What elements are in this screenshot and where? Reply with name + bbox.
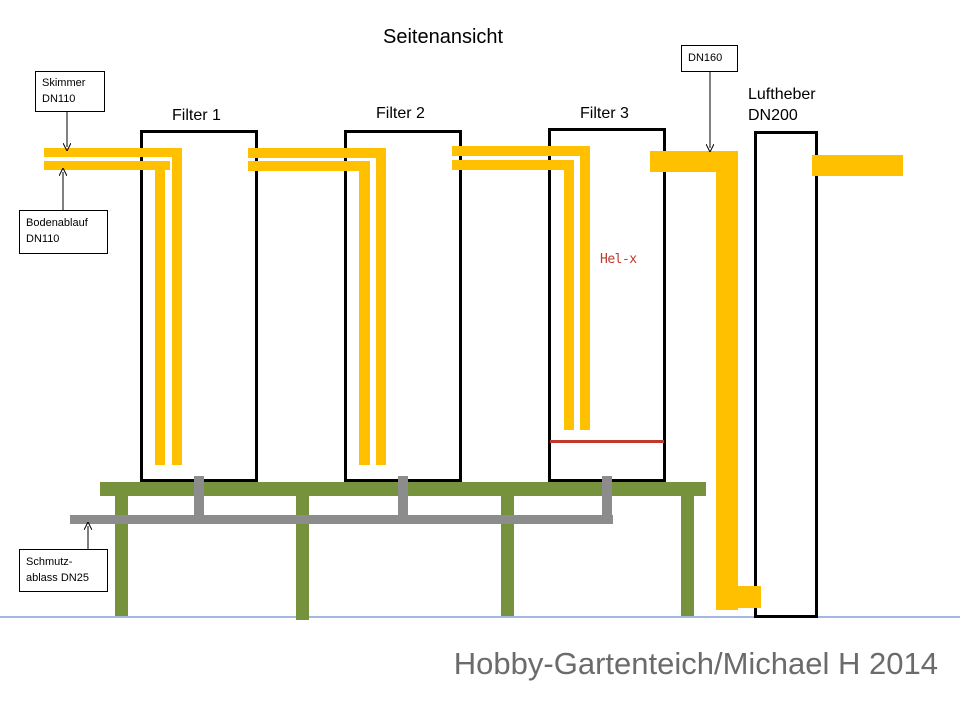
frame-leg	[501, 496, 514, 616]
drain-pipe-riser	[602, 476, 612, 524]
downpipe-outer	[172, 148, 182, 465]
floor-drain-callout-line1: Bodenablauf	[26, 217, 88, 229]
skimmer-callout-line2: DN110	[42, 93, 76, 105]
downpipe-inner	[155, 161, 165, 465]
drain-callout: Schmutz- ablass DN25	[19, 549, 108, 592]
frame-leg	[296, 496, 309, 620]
frame-leg	[115, 496, 128, 616]
airlift-foot	[716, 586, 761, 608]
filter-2-label: Filter 2	[376, 105, 425, 122]
helx-media-line	[550, 440, 664, 443]
transfer-pipe-top	[452, 146, 590, 156]
airlift-label: Luftheber DN200	[748, 84, 816, 126]
drain-pipe-riser	[194, 476, 204, 516]
drain-pipe	[70, 476, 613, 524]
downpipe-inner	[359, 161, 370, 465]
transfer-pipe-bottom	[452, 160, 574, 170]
airlift-tank	[754, 131, 818, 618]
downpipe-inner	[564, 160, 574, 430]
filter-3-pipes	[452, 146, 590, 430]
frame-leg	[681, 496, 694, 616]
filter-1-pipes	[44, 148, 182, 465]
skimmer-callout-line1: Skimmer	[42, 77, 86, 89]
skimmer-pipe	[44, 148, 182, 157]
dn160-callout: DN160	[681, 45, 738, 72]
transfer-pipe-top	[248, 148, 386, 158]
helx-label: Hel-x	[600, 252, 637, 267]
filter-2-pipes	[248, 148, 386, 465]
downpipe-outer	[580, 146, 590, 430]
diagram-title: Seitenansicht	[383, 26, 504, 48]
skimmer-callout: Skimmer DN110	[35, 71, 105, 112]
filter-1-label: Filter 1	[172, 107, 221, 124]
drain-pipe-riser	[398, 476, 408, 516]
drain-pipe-horizontal	[70, 515, 613, 524]
airlift-label-line2: DN200	[748, 107, 798, 124]
filter-3-label: Filter 3	[580, 105, 629, 122]
airlift-outlet	[812, 155, 903, 176]
airlift-label-line1: Luftheber	[748, 86, 816, 103]
downpipe-outer	[376, 148, 386, 465]
drain-callout-line1: Schmutz-	[26, 556, 73, 568]
floor-drain-pipe	[44, 161, 170, 170]
airlift-riser	[716, 151, 738, 610]
watermark: Hobby-Gartenteich/Michael H 2014	[453, 646, 938, 681]
floor-drain-callout-line2: DN110	[26, 233, 60, 245]
airlift-pipe	[650, 151, 903, 610]
transfer-pipe-bottom	[248, 161, 370, 171]
drain-callout-line2: ablass DN25	[26, 572, 89, 584]
floor-drain-callout: Bodenablauf DN110	[19, 210, 108, 254]
